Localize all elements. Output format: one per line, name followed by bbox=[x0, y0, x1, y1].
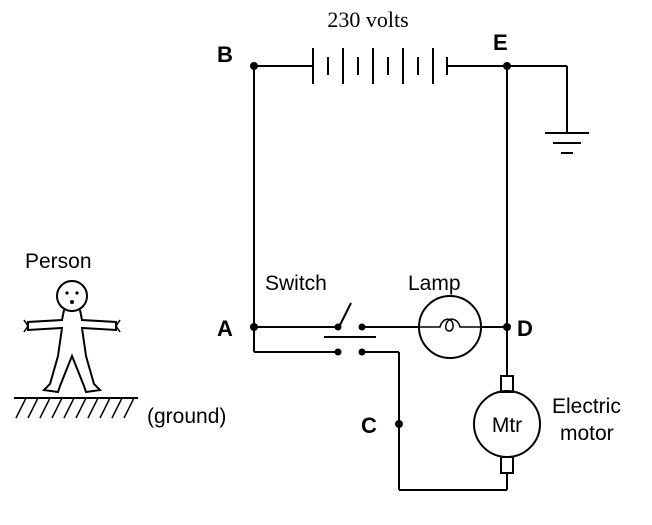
switch-upper bbox=[324, 302, 419, 338]
motor-symbol bbox=[473, 375, 541, 490]
right-wire bbox=[481, 66, 508, 376]
node-e-dot bbox=[503, 62, 511, 70]
battery-label: 230 volts bbox=[327, 7, 408, 32]
left-wire bbox=[253, 66, 337, 353]
node-e-label: E bbox=[493, 30, 508, 55]
ground-symbol bbox=[507, 65, 589, 154]
motor-caption-line1: Electric bbox=[552, 395, 621, 418]
ground-label: (ground) bbox=[147, 405, 226, 428]
earth-ground-hatch bbox=[14, 397, 138, 419]
node-a-label: A bbox=[217, 316, 233, 341]
battery-symbol bbox=[312, 48, 448, 84]
junction-dots bbox=[250, 62, 511, 428]
node-a-dot bbox=[250, 323, 258, 331]
node-c-dot bbox=[395, 420, 403, 428]
person-label: Person bbox=[25, 250, 92, 273]
node-d-dot bbox=[503, 323, 511, 331]
node-c-label: C bbox=[361, 413, 377, 438]
motor-label: Mtr bbox=[492, 414, 522, 437]
lamp-symbol bbox=[418, 295, 482, 359]
node-b-dot bbox=[250, 62, 258, 70]
switch-label: Switch bbox=[265, 272, 327, 295]
lamp-label: Lamp bbox=[408, 272, 461, 295]
person-figure bbox=[23, 280, 121, 394]
node-d-label: D bbox=[517, 316, 533, 341]
node-b-label: B bbox=[217, 42, 233, 67]
motor-caption-line2: motor bbox=[560, 422, 614, 445]
